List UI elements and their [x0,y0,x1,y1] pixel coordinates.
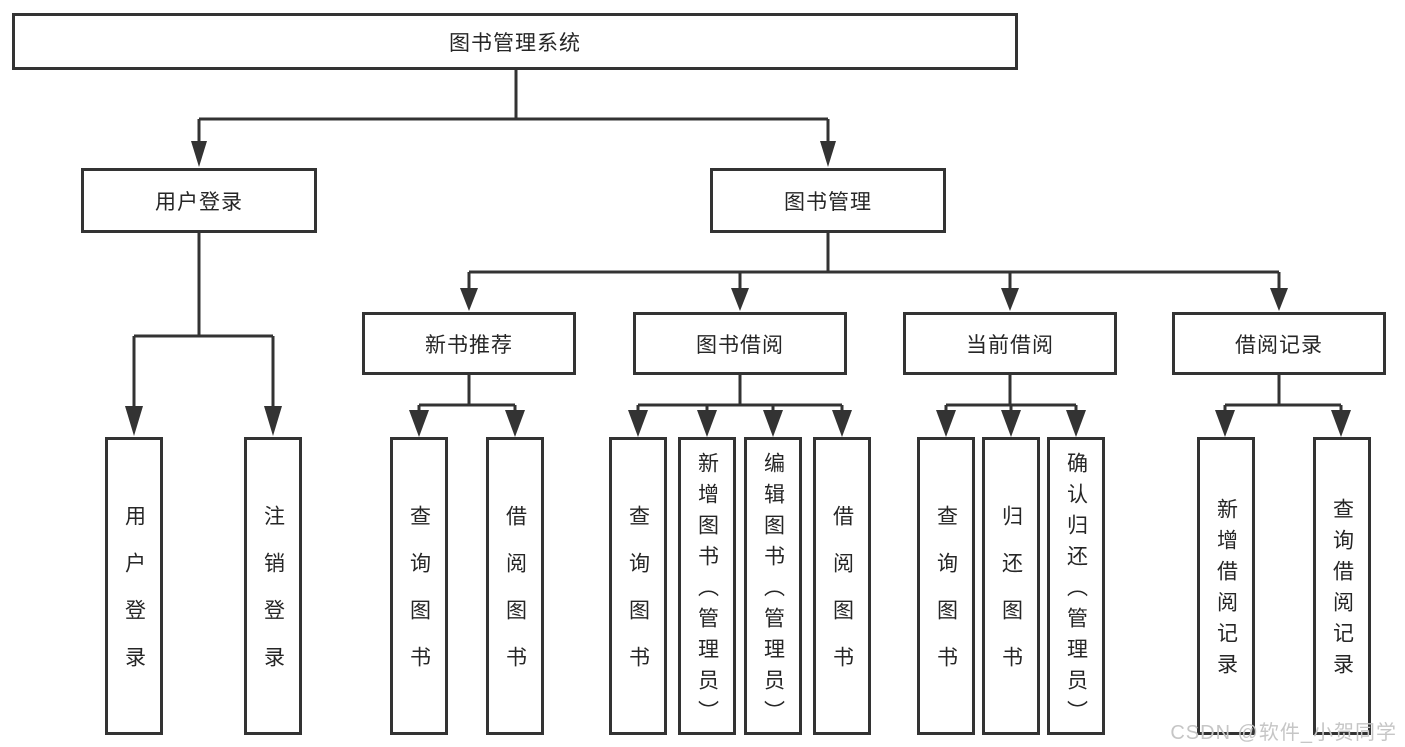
leaf-logout: 注销登录 [244,437,302,735]
watermark: CSDN @软件_小贺同学 [1170,722,1397,744]
leaf-label: 新增借阅记录 [1214,498,1238,684]
leaf-query-books-recommend: 查询图书 [390,437,448,735]
node-label: 用户登录 [155,190,243,214]
leaf-label: 确认归还（管理员） [1064,451,1088,731]
arrowheads-records-leaves [1215,410,1351,437]
connector-current-to-leaves [944,375,1078,414]
node-book-borrow: 图书借阅 [633,312,847,375]
node-label: 当前借阅 [966,333,1054,357]
leaf-label: 新增图书（管理员） [695,451,719,731]
node-library-management-system: 图书管理系统 [12,13,1018,70]
connector-borrow-to-leaves [636,375,844,414]
leaf-label: 查询借阅记录 [1330,498,1354,684]
connector-userlogin-to-leaves [132,233,275,410]
leaf-label: 编辑图书（管理员） [761,451,785,731]
arrowheads-userlogin-leaves [125,406,282,436]
node-current-borrow: 当前借阅 [903,312,1117,375]
node-borrow-records: 借阅记录 [1172,312,1386,375]
connector-records-to-leaves [1223,375,1343,414]
leaf-query-borrow-record: 查询借阅记录 [1313,437,1371,735]
node-label: 新书推荐 [425,333,513,357]
arrowheads-borrow-leaves [628,410,852,437]
connector-bookmgmt-to-level3 [467,233,1281,292]
node-label: 图书管理系统 [449,31,581,55]
leaf-label: 借阅图书 [503,505,527,693]
leaf-label: 查询图书 [934,505,958,693]
leaf-query-books-borrow: 查询图书 [609,437,667,735]
leaf-label: 借阅图书 [830,505,854,693]
arrowheads-recommend-leaves [409,410,525,437]
node-label: 图书借阅 [696,333,784,357]
leaf-label: 查询图书 [626,505,650,693]
node-label: 图书管理 [784,190,872,214]
leaf-label: 查询图书 [407,505,431,693]
node-book-management: 图书管理 [710,168,946,233]
leaf-borrow-books-borrow: 借阅图书 [813,437,871,735]
leaf-add-borrow-record: 新增借阅记录 [1197,437,1255,735]
leaf-edit-books-admin: 编辑图书（管理员） [744,437,802,735]
connector-root-to-level2 [197,70,830,144]
node-new-book-recommend: 新书推荐 [362,312,576,375]
leaf-label: 注销登录 [261,505,285,693]
leaf-label: 归还图书 [999,505,1023,693]
connector-recommend-to-leaves [417,375,517,414]
leaf-user-login: 用户登录 [105,437,163,735]
leaf-add-books-admin: 新增图书（管理员） [678,437,736,735]
arrowheads-level3 [460,288,1288,311]
arrowheads-current-leaves [936,410,1086,437]
leaf-return-books: 归还图书 [982,437,1040,735]
leaf-query-books-current: 查询图书 [917,437,975,735]
leaf-label: 用户登录 [122,505,146,693]
leaf-borrow-books-recommend: 借阅图书 [486,437,544,735]
node-user-login: 用户登录 [81,168,317,233]
node-label: 借阅记录 [1235,333,1323,357]
leaf-confirm-return-admin: 确认归还（管理员） [1047,437,1105,735]
arrowheads-level2 [191,141,836,167]
